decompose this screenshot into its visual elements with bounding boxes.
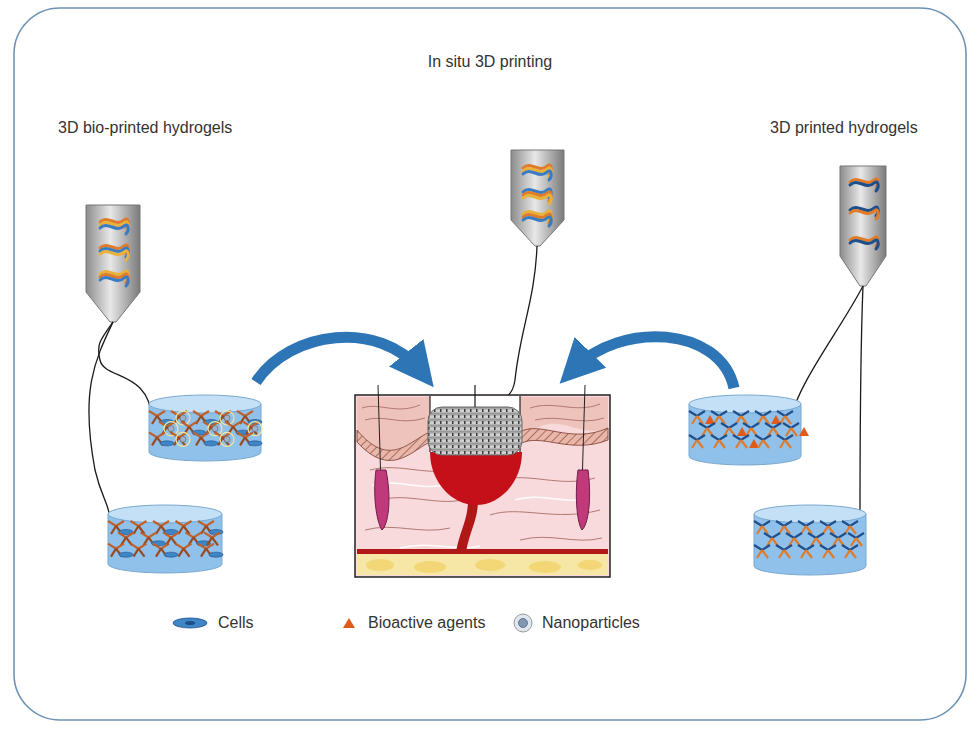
- section-label: 3D bio-printed hydrogels: [58, 118, 232, 137]
- print-head: [428, 407, 522, 455]
- legend-item: Cells: [170, 612, 254, 634]
- legend-sample: [170, 612, 210, 634]
- hydrogel-cylinder: [149, 395, 262, 461]
- legend-item: Nanoparticles: [512, 612, 640, 634]
- hydrogel-cylinder: [754, 505, 866, 575]
- polymer-strand: [100, 225, 128, 234]
- leader-lines: [89, 246, 863, 520]
- title: In situ 3D printing: [428, 52, 553, 71]
- legend-sample: [338, 612, 360, 634]
- legend-text: Cells: [218, 613, 254, 632]
- polymer-strand: [100, 251, 128, 260]
- syringes: [86, 150, 886, 322]
- section-label: 3D printed hydrogels: [770, 118, 918, 137]
- hydrogel-cylinder: [689, 395, 809, 465]
- polymer-strand: [850, 210, 878, 219]
- legend-text: Bioactive agents: [368, 613, 485, 632]
- polymer-strand: [100, 277, 128, 286]
- legend-text: Nanoparticles: [542, 613, 640, 632]
- hydrogel-cylinder: [108, 505, 223, 573]
- legend-item: Bioactive agents: [338, 612, 485, 634]
- polymer-strand: [850, 240, 878, 249]
- transfer-arrows: [256, 337, 734, 388]
- frame: [14, 8, 966, 720]
- polymer-strand: [850, 182, 878, 191]
- polymer-strand: [523, 171, 551, 180]
- polymer-strand: [523, 217, 551, 226]
- polymer-strand: [523, 195, 551, 204]
- skin-section: [355, 385, 610, 577]
- legend-sample: [512, 612, 534, 634]
